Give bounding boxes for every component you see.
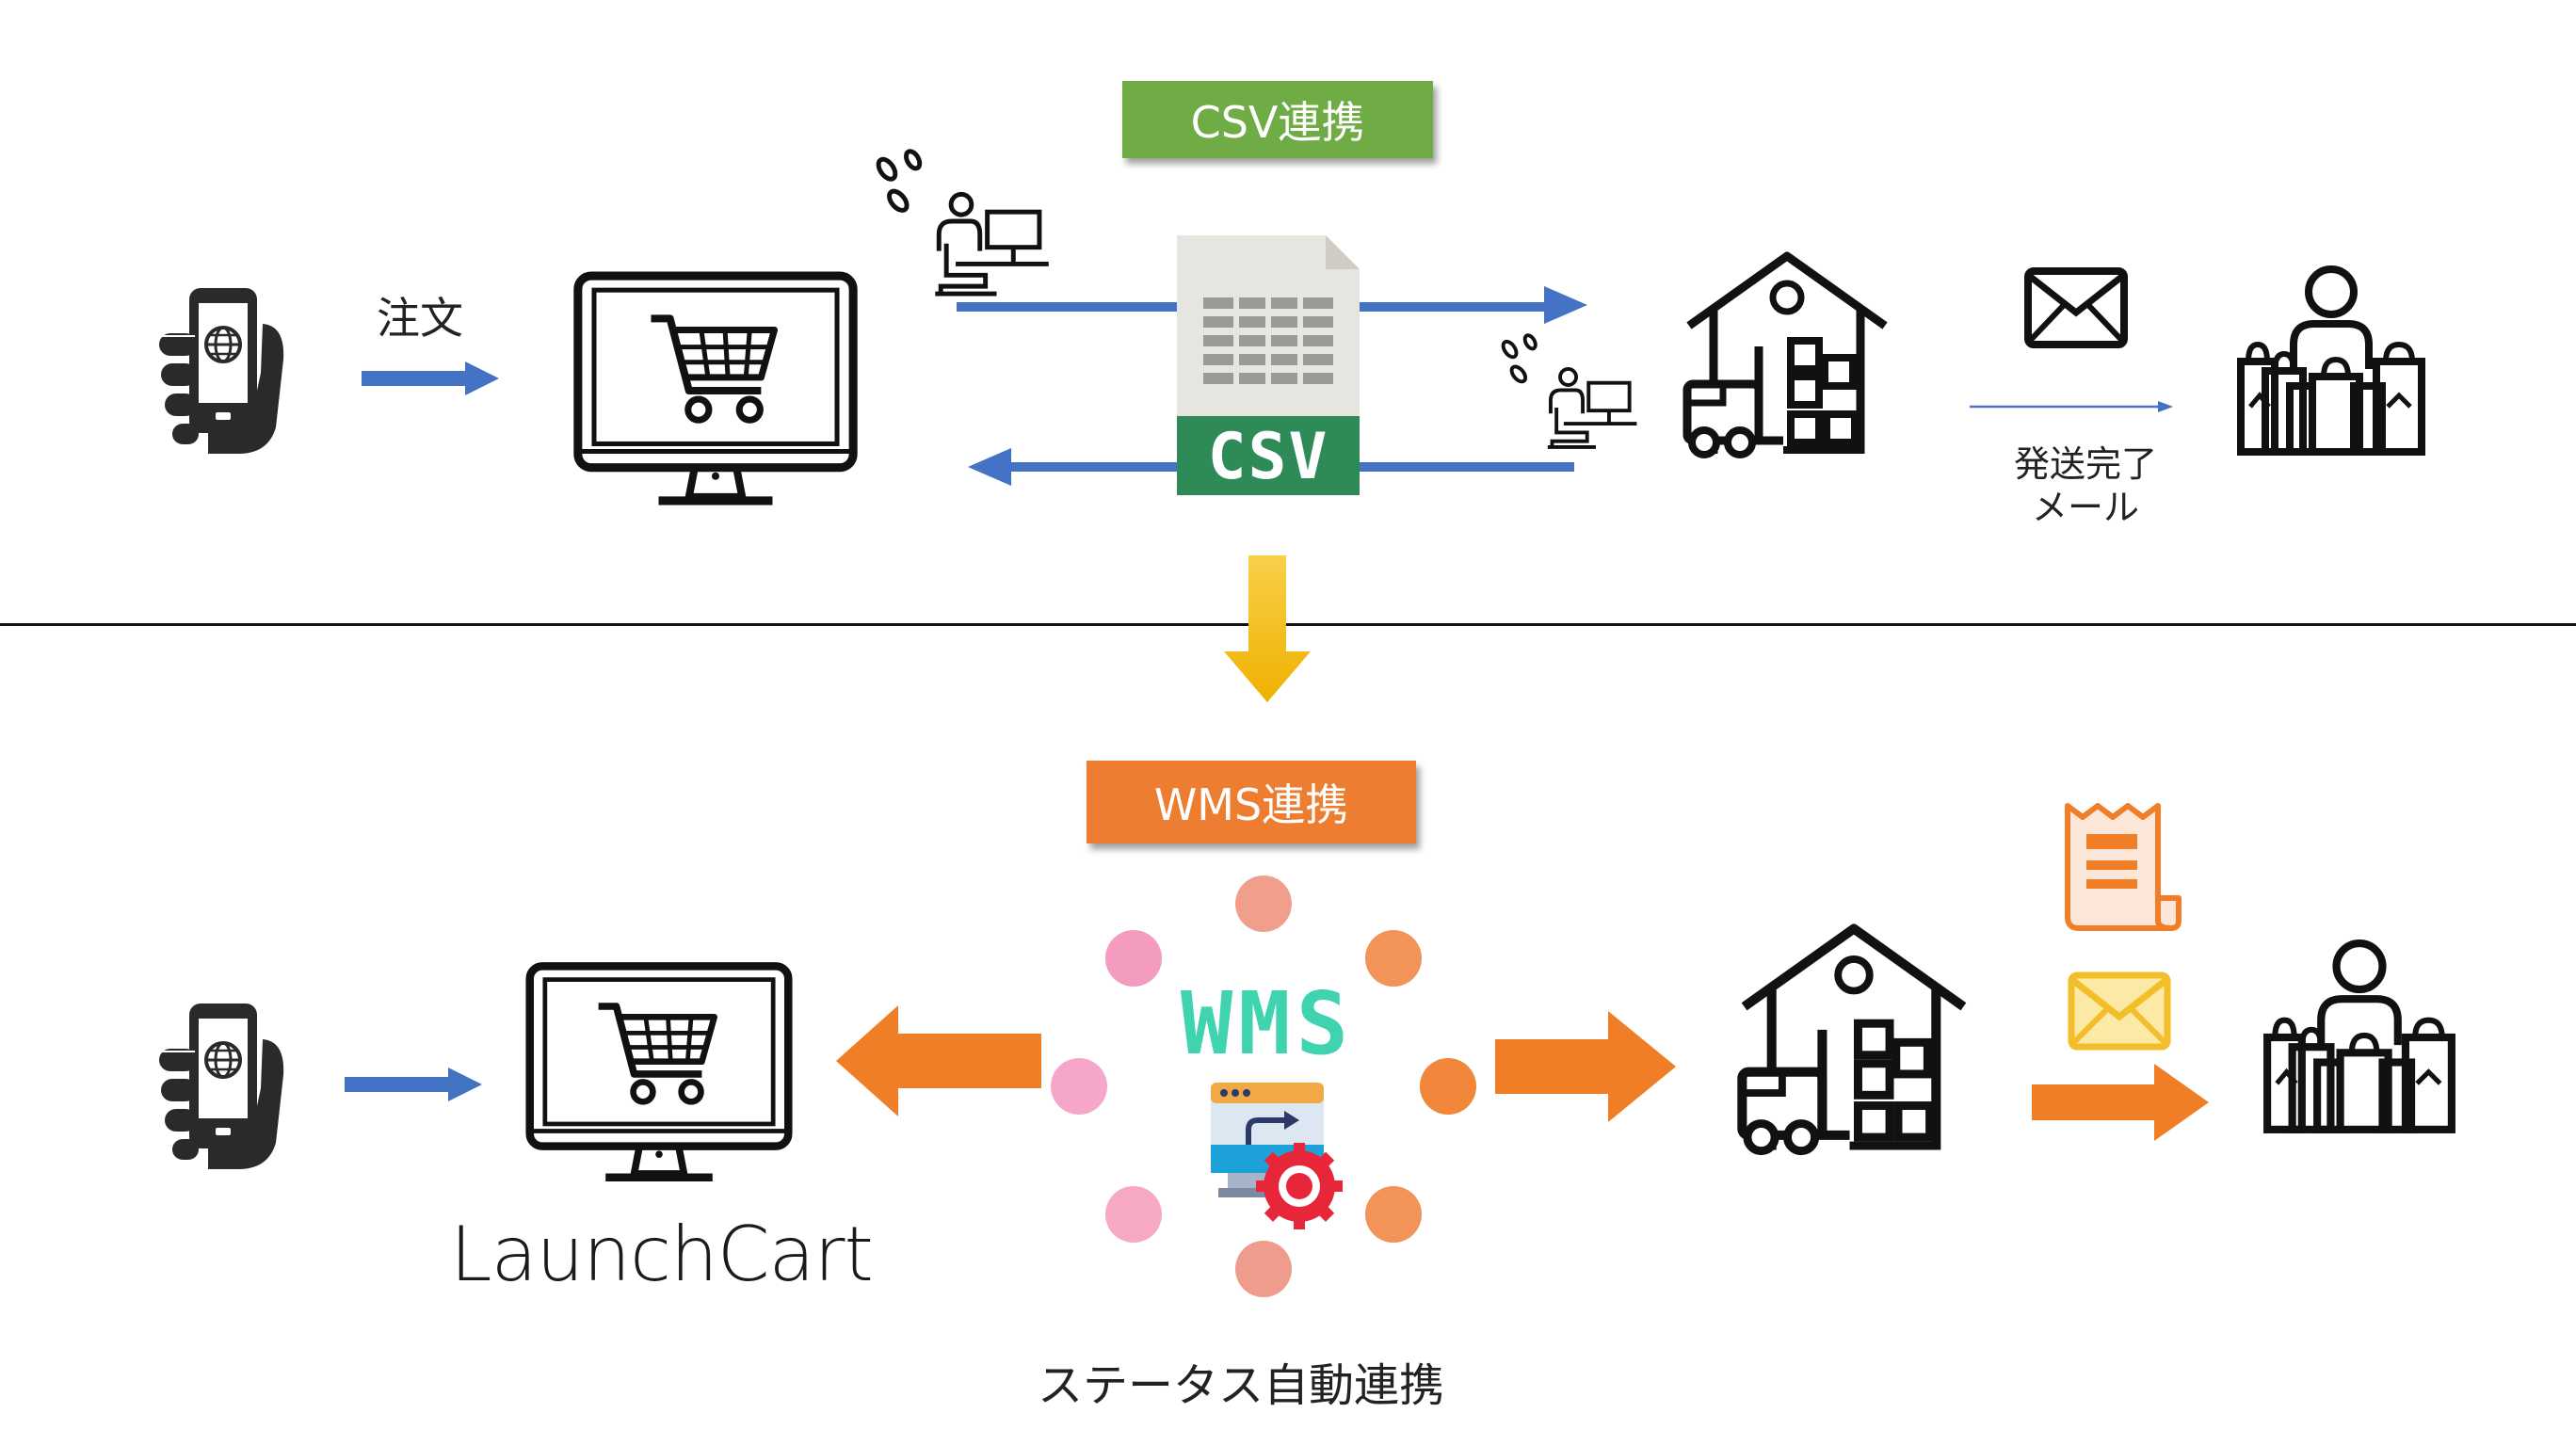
order-label: 注文 — [377, 293, 463, 344]
receipt-icon — [2065, 803, 2182, 931]
mail-label: 発送完了 メール — [2005, 442, 2165, 529]
shopper-icon — [2237, 265, 2425, 458]
order-arrow — [345, 1068, 482, 1101]
gear-icon — [1256, 1143, 1343, 1229]
cart-monitor-icon — [525, 960, 793, 1186]
transition-arrow — [1224, 555, 1311, 702]
wms-to-warehouse-arrow — [1495, 1011, 1676, 1122]
wms-logo-text: WMS — [1180, 973, 1355, 1074]
csv-file-icon: CSV — [1177, 235, 1360, 495]
csv-integration-label: CSV連携 — [1122, 81, 1433, 158]
mail-icon — [2024, 267, 2128, 348]
launchcart-brand: LaunchCart — [450, 1211, 874, 1298]
smartphone-globe-icon — [157, 1002, 286, 1171]
wms-to-cart-arrow — [836, 1005, 1041, 1116]
order-arrow — [362, 361, 499, 395]
mail-icon — [2068, 971, 2171, 1051]
warehouse-operator-icon — [1498, 331, 1639, 449]
mail-send-arrow — [1970, 401, 2173, 412]
wms-integration-label-text: WMS連携 — [1153, 779, 1349, 830]
warehouse-icon — [1685, 252, 1889, 458]
operator-desk-icon — [859, 149, 1060, 297]
status-auto-sync-label: ステータス自動連携 — [1038, 1359, 1445, 1412]
mail-label-line1: 発送完了 — [2013, 443, 2157, 485]
mail-label-line2: メール — [2031, 487, 2139, 528]
cart-monitor-icon — [572, 271, 859, 508]
csv-file-text: CSV — [1207, 419, 1329, 494]
wms-system-icon — [1211, 1083, 1343, 1229]
shopper-icon — [2263, 939, 2455, 1135]
ship-notify-arrow — [2032, 1064, 2209, 1141]
warehouse-icon — [1738, 924, 1970, 1154]
smartphone-globe-icon — [157, 286, 286, 456]
wms-hub-dots — [1051, 875, 1476, 1297]
csv-integration-label-text: CSV連携 — [1190, 97, 1365, 148]
wms-integration-label: WMS連携 — [1087, 761, 1416, 843]
section-divider — [0, 623, 2576, 626]
wms-hub: WMS — [1051, 862, 1484, 1297]
